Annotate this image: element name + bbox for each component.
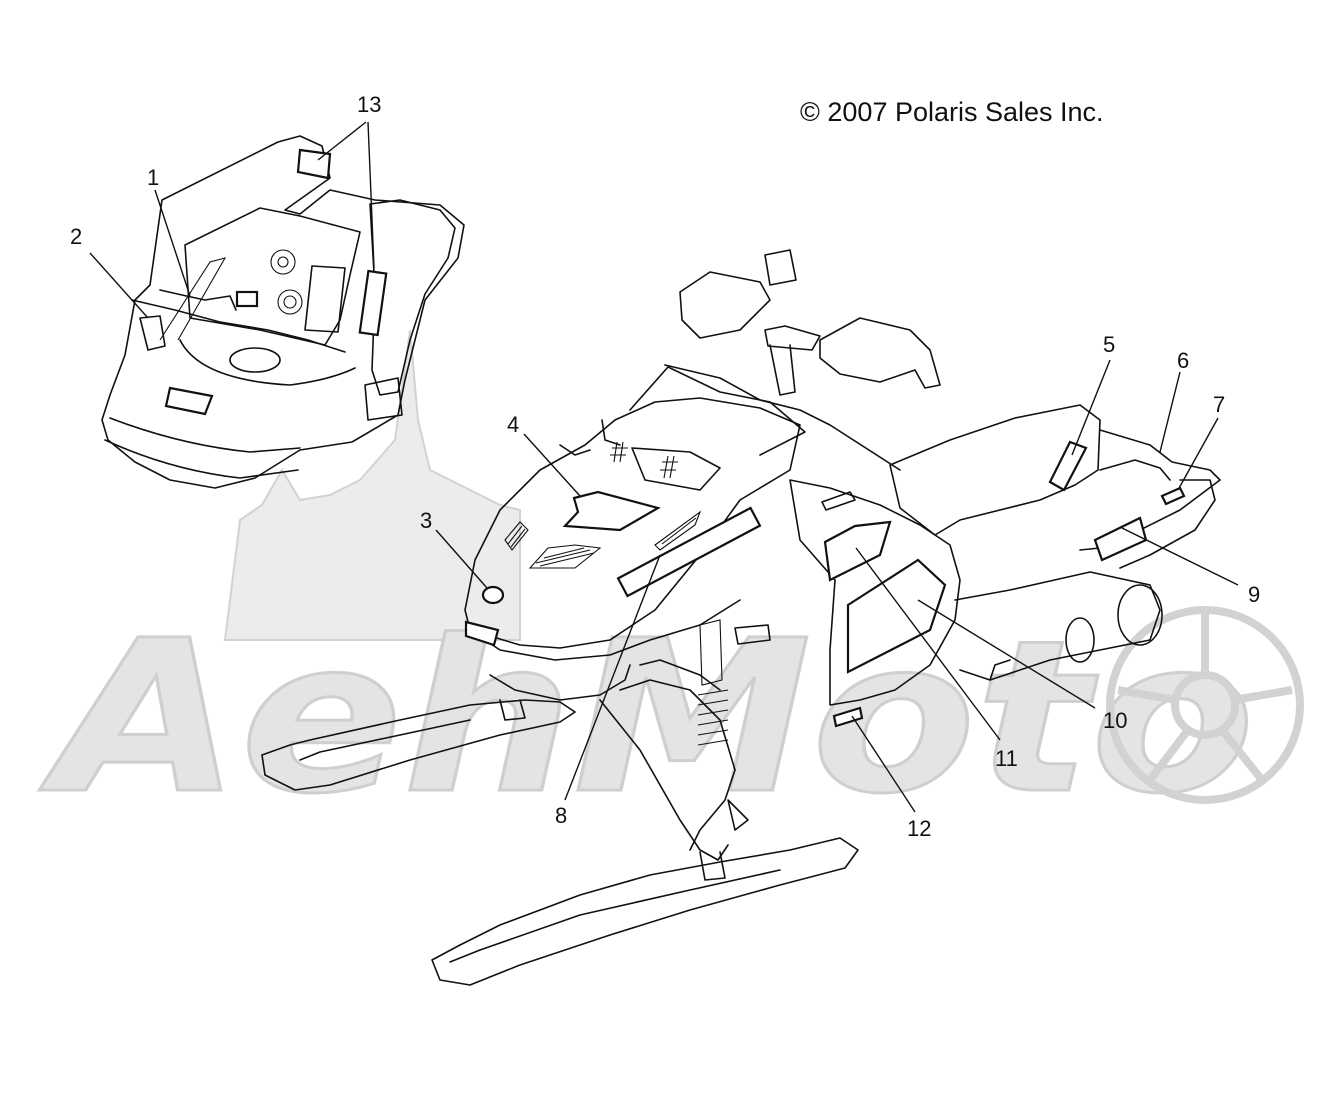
callout-10: 10 bbox=[1103, 708, 1127, 733]
hood-decal-switch bbox=[235, 290, 259, 308]
snowmobile-assembly bbox=[261, 249, 1221, 986]
watermark-wheel-icon bbox=[1106, 606, 1304, 804]
leader-11 bbox=[855, 547, 1001, 741]
callout-3: 3 bbox=[420, 508, 432, 533]
hood-vent-center bbox=[528, 544, 602, 569]
hood-vent-right bbox=[654, 510, 702, 551]
decal-4-hood bbox=[562, 490, 661, 532]
leader-7 bbox=[1177, 417, 1219, 491]
leader-13a bbox=[317, 121, 367, 161]
callout-6: 6 bbox=[1177, 348, 1189, 373]
hood-decal-front-lower bbox=[164, 386, 214, 416]
leader-3 bbox=[435, 529, 488, 589]
callout-9: 9 bbox=[1248, 582, 1260, 607]
decal-12-side-small bbox=[832, 706, 864, 728]
leader-5 bbox=[1071, 359, 1111, 456]
callout-11: 11 bbox=[995, 746, 1018, 771]
decal-10-side-panel bbox=[846, 558, 947, 674]
watermark: AehMoto bbox=[38, 329, 1304, 842]
leader-2 bbox=[89, 252, 149, 319]
hood-vent-left bbox=[504, 521, 529, 551]
leader-12 bbox=[851, 715, 916, 813]
shock-absorber bbox=[697, 619, 729, 746]
hood-decal-side-right bbox=[358, 269, 388, 337]
callout-13: 13 bbox=[357, 92, 381, 117]
callout-5: 5 bbox=[1103, 332, 1115, 357]
leader-9 bbox=[1121, 527, 1239, 586]
decal-9-rear-side bbox=[1093, 516, 1148, 562]
callout-labels: 13 1 2 3 4 5 6 7 8 9 10 11 12 bbox=[70, 92, 1260, 841]
hood-assembly bbox=[101, 135, 465, 489]
handlebar-right bbox=[819, 317, 941, 389]
ski-left bbox=[261, 699, 576, 791]
callout-7: 7 bbox=[1213, 392, 1225, 417]
handlebar-left bbox=[679, 271, 771, 339]
callout-12: 12 bbox=[907, 816, 931, 841]
leader-10 bbox=[917, 599, 1096, 709]
leader-8 bbox=[564, 554, 661, 801]
leader-lines bbox=[89, 121, 1239, 813]
callout-1: 1 bbox=[147, 165, 159, 190]
decal-5-seat-side bbox=[1048, 440, 1088, 492]
watermark-text: AehMoto bbox=[39, 595, 1255, 840]
leader-13b bbox=[367, 121, 375, 269]
callout-8: 8 bbox=[555, 803, 567, 828]
decal-3-emblem bbox=[481, 585, 505, 605]
copyright-text: © 2007 Polaris Sales Inc. bbox=[800, 97, 1104, 127]
callout-2: 2 bbox=[70, 224, 82, 249]
watermark-castle-icon bbox=[223, 329, 521, 641]
ski-right bbox=[431, 837, 859, 986]
leader-4 bbox=[523, 433, 581, 497]
leader-1 bbox=[154, 189, 191, 297]
seat bbox=[889, 404, 1101, 536]
callout-4: 4 bbox=[507, 412, 519, 437]
leader-6 bbox=[1159, 371, 1181, 453]
decal-7-rear-small bbox=[1160, 486, 1186, 506]
hood-headlight-strip bbox=[464, 620, 500, 647]
decal-8-hood-stripe bbox=[616, 506, 762, 598]
